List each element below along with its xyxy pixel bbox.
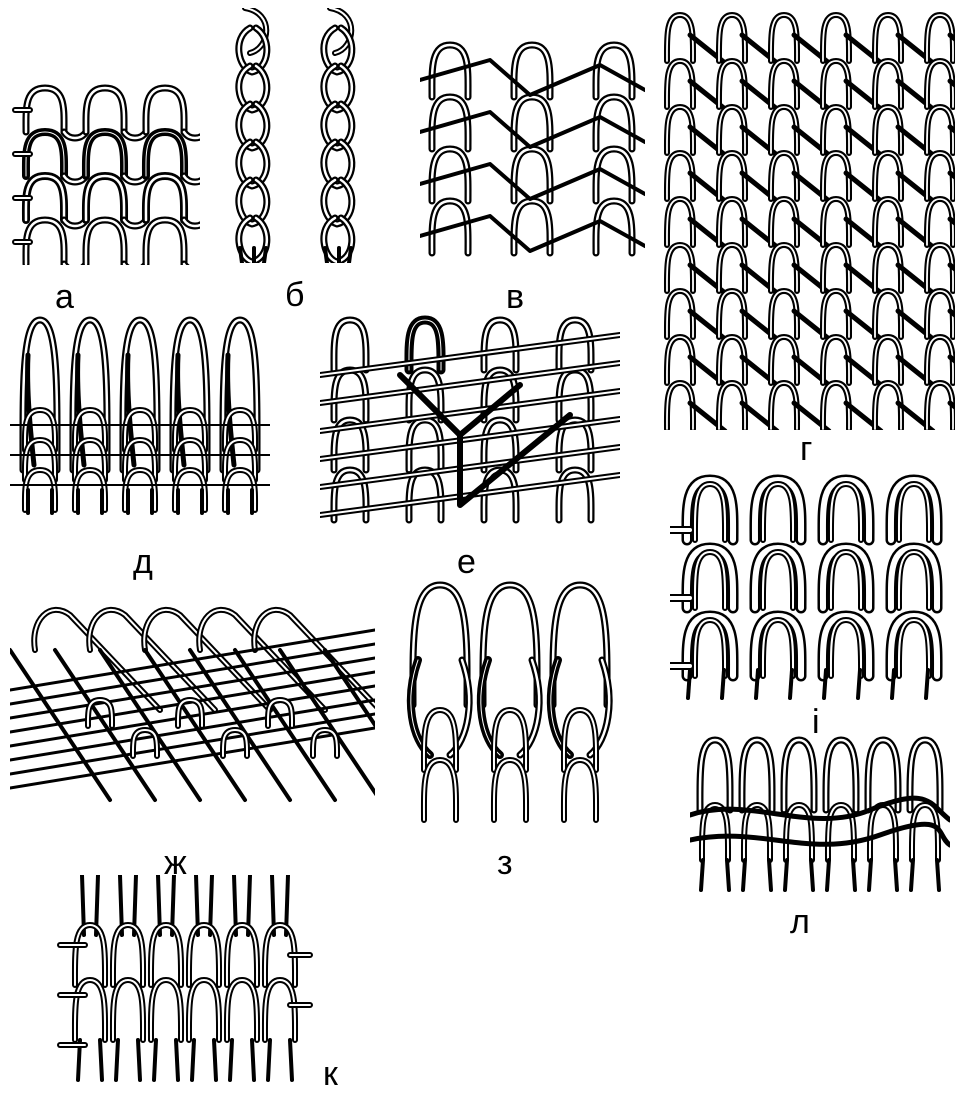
caption-z: з [497, 846, 513, 880]
knit-drawing [660, 10, 955, 430]
knit-drawing [670, 470, 955, 700]
caption-e: е [457, 545, 476, 579]
knit-drawing [10, 80, 200, 265]
knit-drawing [420, 40, 645, 265]
caption-v: в [506, 280, 524, 314]
knit-pattern-zh [10, 590, 375, 810]
knit-pattern-b [225, 8, 385, 263]
caption-a: а [55, 280, 74, 314]
caption-g: г [800, 432, 812, 466]
caption-d: д [133, 545, 153, 579]
knit-pattern-z [405, 580, 615, 825]
knit-pattern-e [320, 315, 620, 525]
knit-drawing [225, 8, 385, 263]
knit-pattern-d [10, 315, 270, 515]
knit-pattern-g [660, 10, 955, 430]
knit-drawing [320, 315, 620, 525]
knit-pattern-l [690, 735, 950, 895]
knit-drawing [10, 315, 270, 515]
knit-pattern-v [420, 40, 645, 265]
caption-b: б [285, 278, 304, 312]
knit-drawing [55, 875, 315, 1085]
knit-pattern-a [10, 80, 200, 265]
knit-drawing [10, 590, 375, 810]
knit-drawing [690, 735, 950, 895]
caption-l: л [790, 905, 810, 939]
caption-zh: ж [164, 846, 187, 880]
knit-drawing [405, 580, 615, 825]
knit-pattern-k [55, 875, 315, 1085]
knit-pattern-i [670, 470, 955, 700]
caption-k: к [323, 1057, 338, 1091]
caption-i: і [812, 705, 820, 739]
